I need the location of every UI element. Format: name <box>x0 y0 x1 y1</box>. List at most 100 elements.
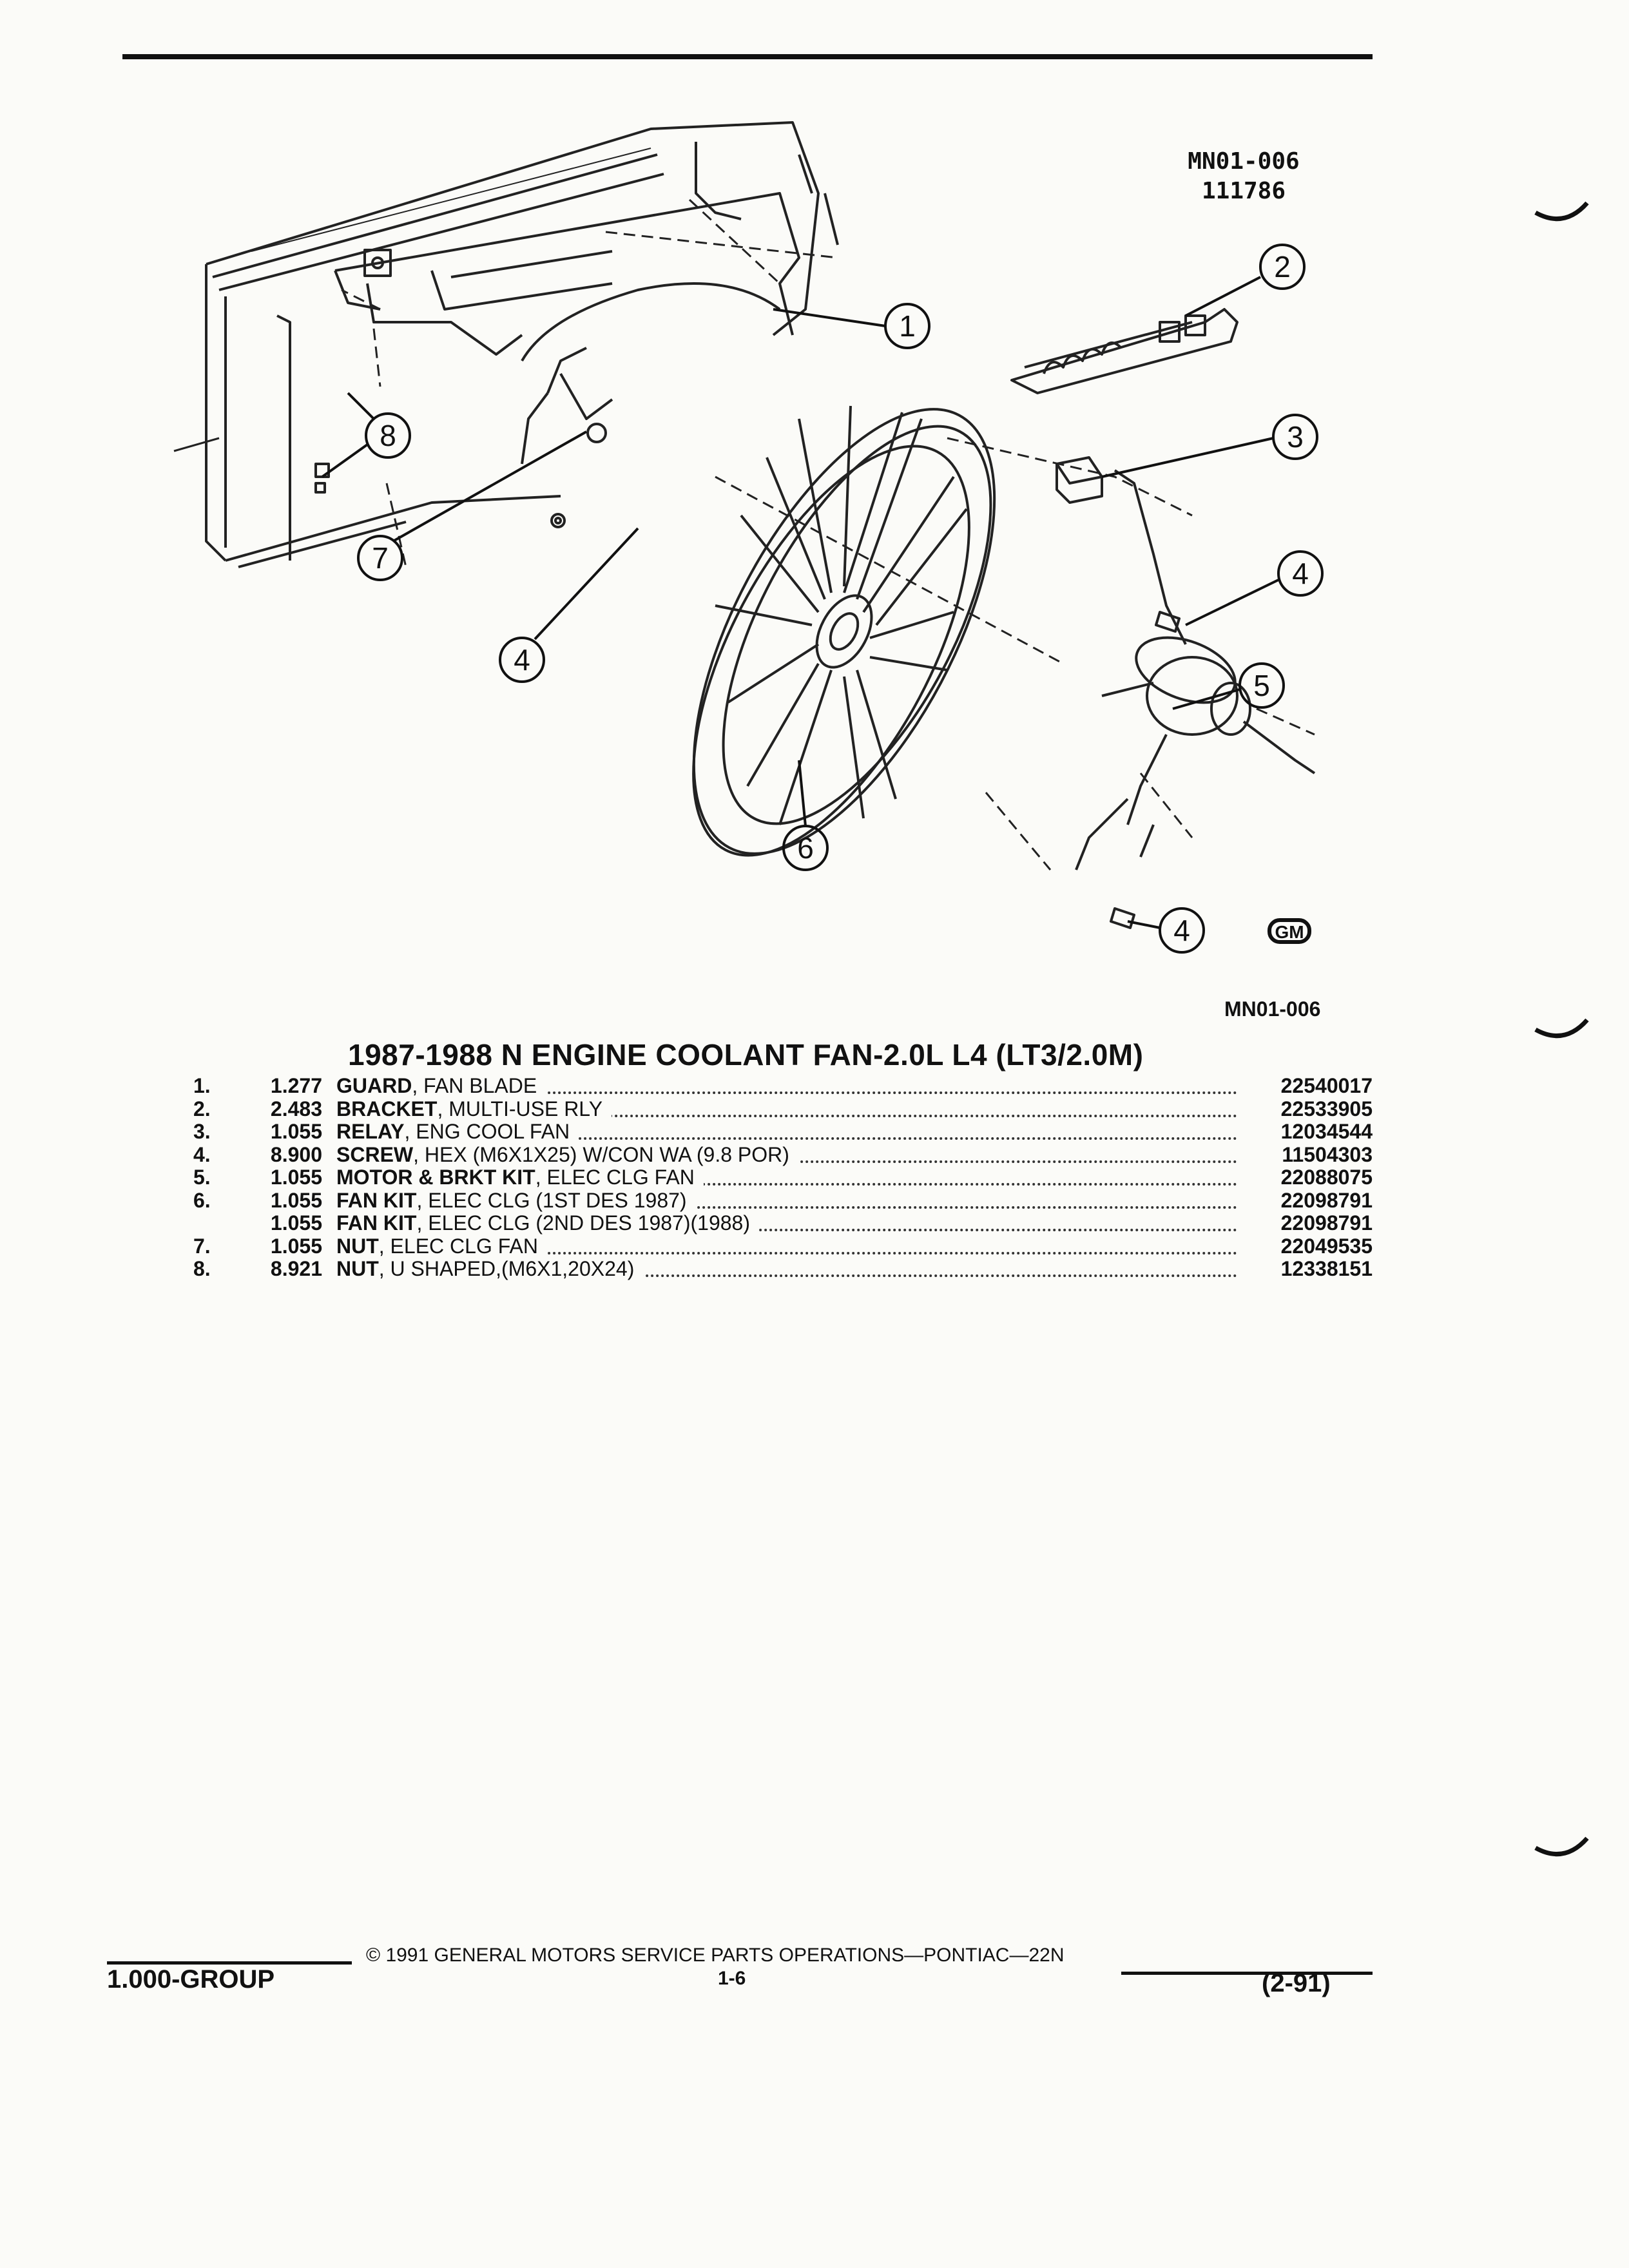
svg-text:GM: GM <box>1275 922 1304 942</box>
part-number: 22540017 <box>1274 1074 1373 1098</box>
table-row: 7. 1.055 NUT, ELEC CLG FAN 22049535 <box>193 1235 1373 1258</box>
item-description: MOTOR & BRKT KIT, ELEC CLG FAN <box>336 1166 704 1189</box>
item-name: SCREW <box>336 1142 414 1166</box>
item-description: FAN KIT, ELEC CLG (1ST DES 1987) <box>336 1188 696 1212</box>
part-number: 22533905 <box>1274 1097 1373 1120</box>
item-description: FAN KIT, ELEC CLG (2ND DES 1987)(1988) <box>336 1211 759 1235</box>
table-row: 8. 8.921 NUT, U SHAPED,(M6X1,20X24) 1233815… <box>193 1257 1373 1281</box>
table-row: 1.055 FAN KIT, ELEC CLG (2ND DES 1987)(19… <box>193 1211 1373 1235</box>
item-number: 7. <box>193 1234 211 1258</box>
item-detail: , ELEC CLG FAN <box>378 1234 538 1258</box>
part-number: 22049535 <box>1274 1235 1373 1258</box>
item-number: 1. <box>193 1074 211 1097</box>
top-rule <box>122 54 1373 59</box>
item-detail: , MULTI-USE RLY <box>437 1097 603 1120</box>
part-number: 12338151 <box>1274 1257 1373 1281</box>
item-name: RELAY <box>336 1120 405 1143</box>
footer-rule-right <box>1121 1972 1373 1975</box>
item-description: SCREW, HEX (M6X1X25) W/CON WA (9.8 POR) <box>336 1142 798 1166</box>
item-description: NUT, ELEC CLG FAN <box>336 1235 547 1258</box>
punch-mark-icon <box>1534 1018 1589 1039</box>
table-row: 4. 8.900 SCREW, HEX (M6X1X25) W/CON WA (9.… <box>193 1142 1373 1166</box>
item-quantity: 1.055 <box>270 1234 322 1258</box>
item-detail: , ELEC CLG (1ST DES 1987) <box>416 1188 687 1212</box>
figure-number: 111786 <box>1201 178 1286 204</box>
dot-leader <box>342 1120 1237 1140</box>
item-detail: , ENG COOL FAN <box>404 1120 570 1143</box>
item-detail: , ELEC CLG (2ND DES 1987)(1988) <box>416 1211 750 1235</box>
callout-5: 5 <box>1253 669 1270 702</box>
part-number: 22098791 <box>1274 1189 1373 1212</box>
item-name: BRACKET <box>336 1097 438 1120</box>
item-quantity: 1.055 <box>270 1211 322 1235</box>
gm-logo-icon: GM <box>1268 918 1311 944</box>
item-quantity: 2.483 <box>270 1097 322 1120</box>
item-detail: , FAN BLADE <box>412 1074 537 1097</box>
fan-blade <box>692 405 996 857</box>
callout-4a: 4 <box>1292 557 1309 590</box>
item-quantity: 1.055 <box>270 1120 322 1143</box>
item-quantity: 1.055 <box>270 1166 322 1189</box>
fan-motor-bracket <box>1075 469 1316 870</box>
dot-leader <box>342 1235 1237 1254</box>
item-description: GUARD, FAN BLADE <box>336 1074 546 1098</box>
table-row: 2. 2.483 BRACKET, MULTI-USE RLY 22533905 <box>193 1097 1373 1120</box>
callout-1: 1 <box>899 309 916 343</box>
dot-leader <box>342 1189 1237 1209</box>
dot-leader <box>342 1166 1237 1186</box>
item-quantity: 8.921 <box>270 1257 322 1280</box>
callout-6: 6 <box>797 831 814 865</box>
page-title: 1987-1988 N ENGINE COOLANT FAN-2.0L L4 (… <box>348 1038 1144 1072</box>
punch-mark-icon <box>1534 1836 1589 1857</box>
part-number: 22088075 <box>1274 1166 1373 1189</box>
callout-7: 7 <box>372 541 389 575</box>
item-number: 8. <box>193 1257 211 1280</box>
dot-leader <box>342 1258 1237 1277</box>
punch-mark-icon <box>1534 201 1589 222</box>
radiator-support-panel <box>173 121 839 568</box>
figure-code-bottom: MN01-006 <box>1224 997 1321 1021</box>
item-name: NUT <box>336 1257 379 1280</box>
item-description: NUT, U SHAPED,(M6X1,20X24) <box>336 1257 644 1281</box>
item-name: FAN KIT <box>336 1211 417 1235</box>
callout-4c: 4 <box>1173 914 1190 947</box>
dot-leader <box>342 1098 1237 1117</box>
relay-bracket <box>1010 308 1239 394</box>
callout-8: 8 <box>380 419 396 452</box>
callout-4b: 4 <box>514 643 530 677</box>
parts-list: 1. 1.277 GUARD, FAN BLADE 22540017 2. 2.483 BR… <box>193 1074 1373 1281</box>
dot-leader <box>342 1075 1237 1094</box>
part-number: 11504303 <box>1275 1143 1373 1166</box>
exploded-view-illustration: 1 2 3 4 4 4 5 6 7 8 GM <box>173 121 1324 954</box>
item-number: 3. <box>193 1120 211 1143</box>
part-number: 22098791 <box>1274 1211 1373 1235</box>
figure-header: MN01-006 111786 <box>1160 147 1327 206</box>
footer-rule-left <box>107 1961 352 1965</box>
item-name: NUT <box>336 1234 379 1258</box>
item-number: 6. <box>193 1188 211 1212</box>
item-number: 4. <box>193 1142 211 1166</box>
item-name: GUARD <box>336 1074 412 1097</box>
item-quantity: 1.055 <box>270 1188 322 1212</box>
item-description: RELAY, ENG COOL FAN <box>336 1120 579 1144</box>
item-detail: , U SHAPED,(M6X1,20X24) <box>378 1257 635 1280</box>
item-number: 2. <box>193 1097 211 1120</box>
callout-2: 2 <box>1274 250 1291 284</box>
item-quantity: 1.277 <box>270 1074 322 1097</box>
item-description: BRACKET, MULTI-USE RLY <box>336 1097 612 1120</box>
callout-3: 3 <box>1287 420 1304 454</box>
table-row: 1. 1.277 GUARD, FAN BLADE 22540017 <box>193 1074 1373 1098</box>
item-detail: , HEX (M6X1X25) W/CON WA (9.8 POR) <box>413 1142 789 1166</box>
figure-code: MN01-006 <box>1188 148 1300 175</box>
item-detail: , ELEC CLG FAN <box>535 1166 695 1189</box>
table-row: 3. 1.055 RELAY, ENG COOL FAN 12034544 <box>193 1120 1373 1144</box>
footer-copyright: © 1991 GENERAL MOTORS SERVICE PARTS OPER… <box>366 1945 1065 1966</box>
table-row: 6. 1.055 FAN KIT, ELEC CLG (1ST DES 1987) 2… <box>193 1188 1373 1212</box>
item-name: MOTOR & BRKT KIT <box>336 1166 535 1189</box>
part-number: 12034544 <box>1274 1120 1373 1144</box>
item-name: FAN KIT <box>336 1188 417 1212</box>
item-quantity: 8.900 <box>270 1142 322 1166</box>
footer-group: 1.000-GROUP <box>107 1965 275 1994</box>
dot-leader <box>342 1212 1237 1231</box>
